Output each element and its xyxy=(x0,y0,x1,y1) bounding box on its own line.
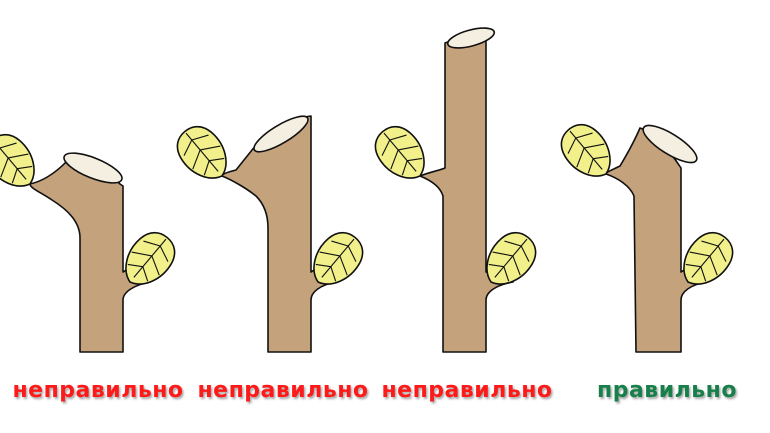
branch-cut-too-slanted-away xyxy=(0,125,184,353)
caption-panel-1: неправильно xyxy=(12,378,184,403)
cut-surface xyxy=(642,124,698,164)
branch-cut-slanted-toward-bud xyxy=(168,115,372,353)
branch-correct-cut xyxy=(552,115,742,353)
cut-surface xyxy=(63,152,123,184)
branch-stem xyxy=(221,115,337,353)
caption-panel-4: правильно xyxy=(597,378,737,403)
caption-panel-3: неправильно xyxy=(381,378,553,403)
cut-surface xyxy=(446,27,496,49)
cut-surface xyxy=(253,115,309,153)
branch-stub-too-long xyxy=(366,27,545,353)
branch-stem xyxy=(419,27,514,353)
caption-panel-2: неправильно xyxy=(197,378,369,403)
